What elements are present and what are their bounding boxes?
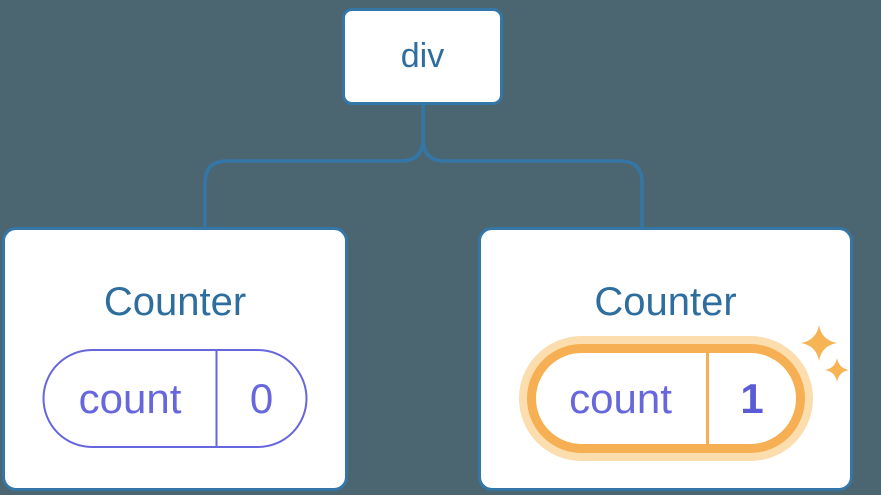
tree-connector	[203, 100, 644, 228]
root-node: div	[342, 8, 503, 105]
state-value: 0	[249, 374, 274, 422]
sparkle-large-icon	[801, 325, 837, 361]
connector-right-branch	[421, 100, 644, 228]
sparkle-small-icon	[825, 358, 849, 382]
state-key-label: count	[536, 353, 709, 444]
sparkles-icon	[801, 325, 849, 382]
state-pill-highlighted: count 1	[526, 344, 805, 453]
state-key-label: count	[45, 351, 218, 446]
state-pill: count 0	[42, 349, 308, 448]
state-value: 1	[740, 374, 764, 422]
root-node-label: div	[400, 37, 445, 75]
component-card-counter-right: Counter count 1	[478, 227, 853, 491]
component-card-counter-left: Counter count 0	[2, 227, 348, 491]
component-title: Counter	[103, 280, 247, 324]
component-title: Counter	[594, 280, 737, 324]
connector-left-branch	[203, 100, 425, 228]
